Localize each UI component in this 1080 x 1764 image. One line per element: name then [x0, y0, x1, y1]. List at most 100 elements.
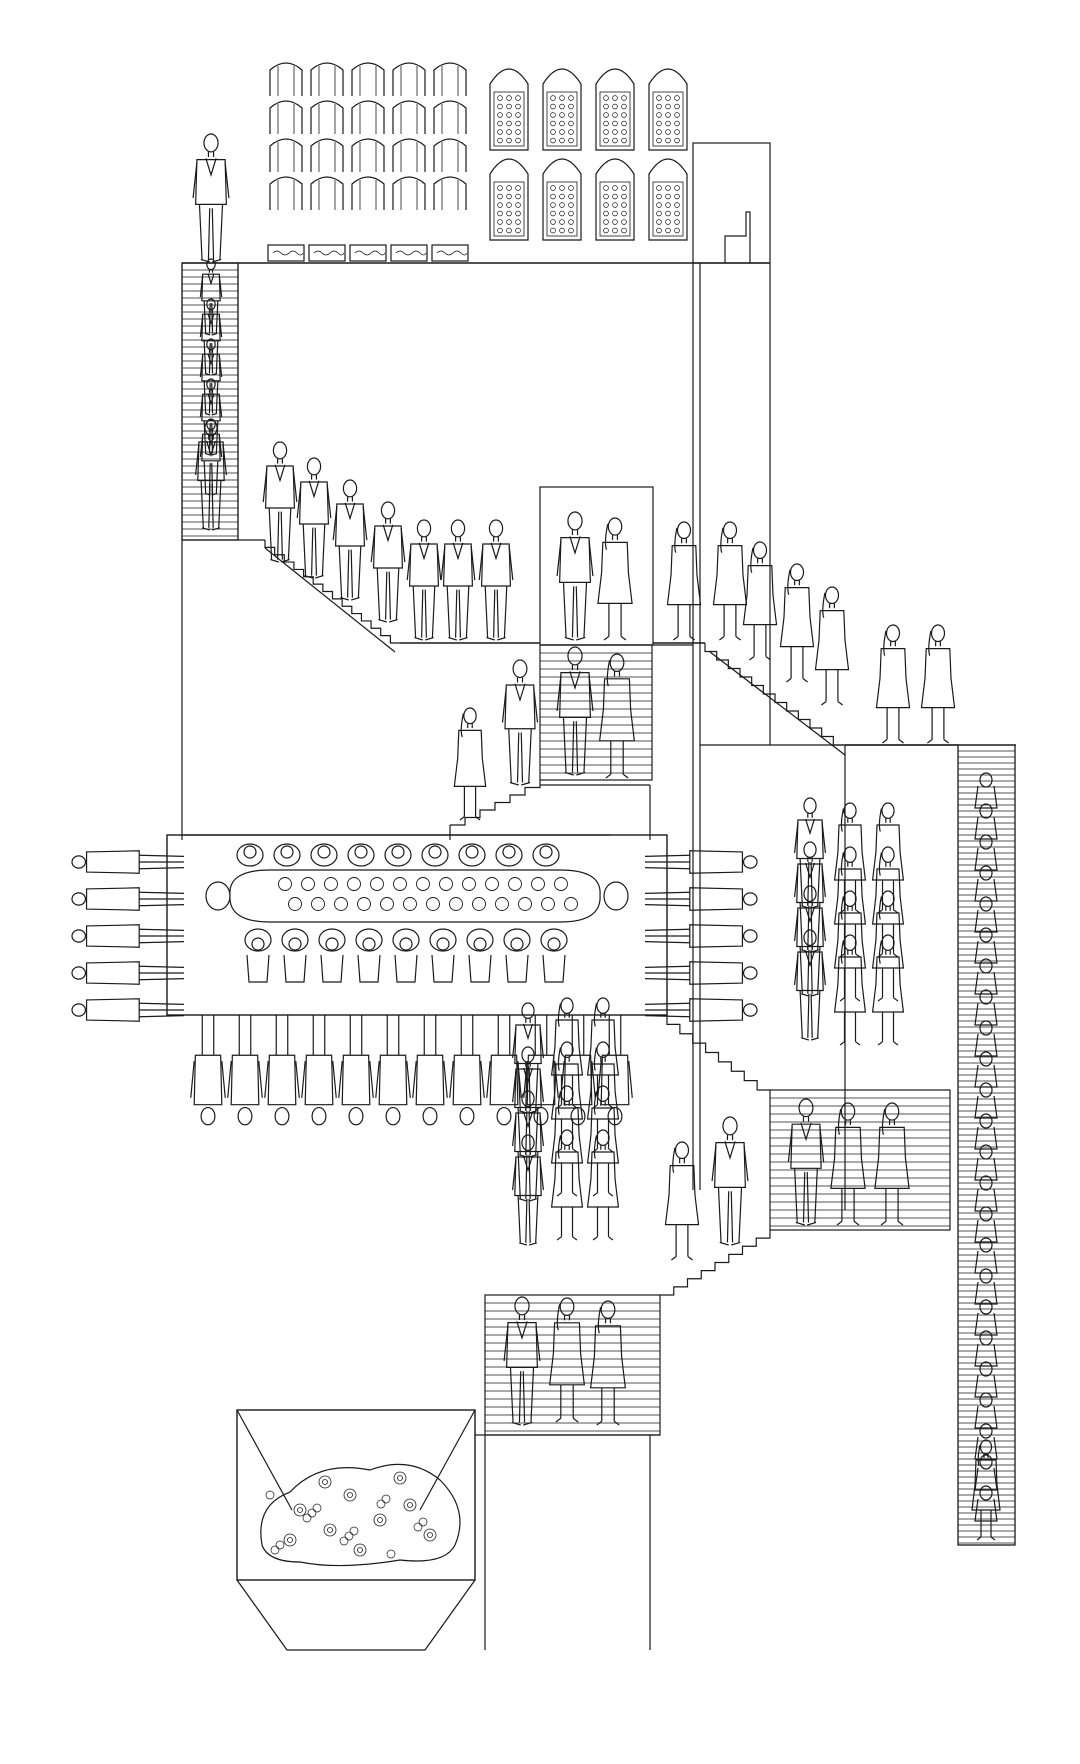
- couple-alcove: [539, 486, 654, 646]
- plain-column: [308, 62, 346, 262]
- plate: [370, 877, 384, 891]
- petal: [270, 1545, 280, 1555]
- choir-member: [550, 1041, 584, 1153]
- plate: [541, 897, 555, 911]
- diner-top: [236, 843, 264, 867]
- alcove-bride: [597, 517, 633, 641]
- inverted-guest: [412, 1015, 448, 1126]
- queue-woman: [974, 803, 998, 840]
- guest-lying-right: [644, 998, 758, 1022]
- plate: [462, 877, 476, 891]
- petal: [302, 1513, 312, 1523]
- inverted-guest: [449, 1015, 485, 1126]
- inverted-guest: [338, 1015, 374, 1126]
- guest-lying-right: [644, 961, 758, 985]
- choir-member: [586, 1041, 620, 1153]
- inverted-guest: [301, 1015, 337, 1126]
- diner-top: [458, 843, 486, 867]
- choir-member: [586, 1129, 620, 1241]
- queue-woman: [974, 1268, 998, 1305]
- flower: [323, 1523, 337, 1537]
- queue-woman: [974, 834, 998, 871]
- descending-man: [296, 457, 332, 579]
- petal: [349, 1526, 359, 1536]
- diner-top: [273, 843, 301, 867]
- choir-lower-front-woman: [589, 1300, 627, 1426]
- woman-descending-central: [453, 707, 487, 821]
- diner-end-right: [603, 881, 629, 911]
- descending-woman: [742, 541, 778, 661]
- choir-lower-front-man: [503, 1296, 541, 1426]
- guest-lying-left: [71, 998, 185, 1022]
- queue-woman: [974, 772, 998, 809]
- building-frame: [181, 262, 1016, 1210]
- queue-woman: [974, 958, 998, 995]
- stair-man-front: [195, 419, 227, 531]
- queue-woman: [974, 1237, 998, 1274]
- flower: [423, 1528, 437, 1542]
- diner-top: [421, 843, 449, 867]
- petal: [265, 1490, 275, 1500]
- guest-lying-left: [71, 961, 185, 985]
- queue-woman: [974, 1082, 998, 1119]
- diner-top: [532, 843, 560, 867]
- plate: [347, 877, 361, 891]
- choir-member: [794, 841, 826, 953]
- descending-woman: [666, 521, 702, 641]
- choir-front-woman: [874, 1102, 910, 1226]
- choir-member: [512, 1002, 544, 1114]
- diner-top: [347, 843, 375, 867]
- petal: [381, 1494, 391, 1504]
- petal: [413, 1522, 423, 1532]
- columns-floral: [489, 68, 688, 241]
- plate: [380, 897, 394, 911]
- choir-member: [833, 890, 867, 1002]
- man-descending-central: [501, 659, 539, 786]
- choir-member: [586, 997, 620, 1109]
- plain-column: [431, 62, 469, 262]
- flower: [393, 1471, 407, 1485]
- descending-man: [440, 519, 476, 641]
- petal: [339, 1536, 349, 1546]
- diner-bottom: [318, 928, 346, 983]
- plate: [472, 897, 486, 911]
- plain-column: [267, 62, 305, 262]
- plate: [324, 877, 338, 891]
- descending-woman: [814, 586, 850, 706]
- diner-bottom: [392, 928, 420, 983]
- guest-lying-right: [644, 924, 758, 948]
- choir-stair-lower: [475, 997, 661, 1650]
- descending-woman: [875, 624, 911, 744]
- choir-member: [794, 885, 826, 997]
- queue-woman: [974, 1330, 998, 1367]
- diner-top: [384, 843, 412, 867]
- plate: [531, 877, 545, 891]
- choir-member: [550, 1129, 584, 1241]
- diner-bottom: [429, 928, 457, 983]
- petal: [376, 1499, 386, 1509]
- petal: [386, 1549, 396, 1559]
- queue-woman: [974, 1392, 998, 1429]
- roof-man: [192, 133, 230, 263]
- diner-top: [310, 843, 338, 867]
- diner-top: [495, 843, 523, 867]
- lower-guest-row: [190, 1015, 633, 1126]
- queue-woman-bottom: [971, 1439, 1001, 1541]
- plate: [554, 877, 568, 891]
- flower: [293, 1503, 307, 1517]
- plate: [393, 877, 407, 891]
- man-to-lower-stair: [711, 1116, 749, 1246]
- floral-column: [542, 68, 582, 241]
- petal: [418, 1517, 428, 1527]
- plate: [449, 897, 463, 911]
- alcove-groom: [556, 511, 594, 641]
- plain-column: [349, 62, 387, 262]
- choir-member: [833, 934, 867, 1046]
- standing-man-on-roof: [192, 133, 230, 263]
- left-vertical-stair: [181, 258, 239, 541]
- diner-bottom: [466, 928, 494, 983]
- rooftop-chair-box: [692, 142, 771, 264]
- floral-column: [648, 68, 688, 241]
